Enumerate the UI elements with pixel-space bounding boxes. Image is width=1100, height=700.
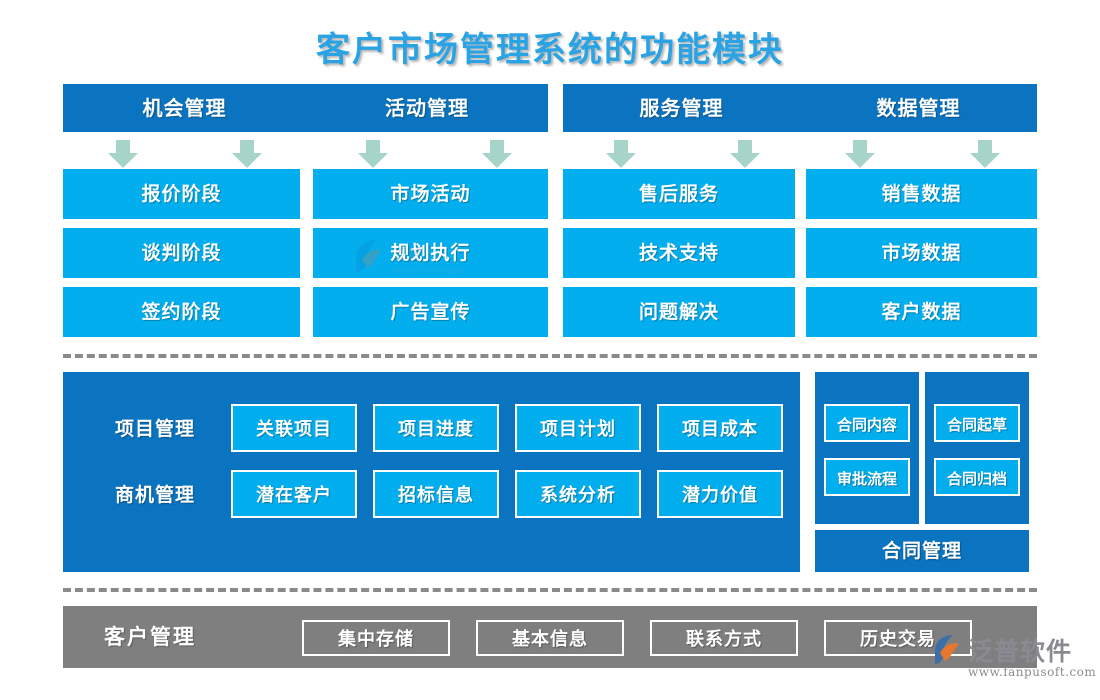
header-label-service-management[interactable]: 服务管理 [639,96,724,120]
box-contract-content[interactable]: 合同内容 [824,404,910,442]
cell-signing-stage[interactable]: 签约阶段 [63,287,300,337]
cell-technical-support[interactable]: 技术支持 [563,228,795,278]
cell-quote-stage[interactable]: 报价阶段 [63,169,300,219]
down-arrow-icon-6 [730,140,760,168]
fanpu-logo: 泛普软件 www.fanpusoft.com [932,632,1096,690]
bottom-label-customer-management: 客户管理 [104,624,196,649]
header-label-data-management[interactable]: 数据管理 [876,96,961,120]
box-project-plan[interactable]: 项目计划 [515,404,641,452]
divider-dashed-bottom [63,588,1037,592]
cell-customer-data[interactable]: 客户数据 [806,287,1037,337]
header-bar-opportunity-activity [63,84,548,132]
box-contract-archive[interactable]: 合同归档 [934,458,1020,496]
box-bidding-info[interactable]: 招标信息 [373,470,499,518]
header-label-activity-management[interactable]: 活动管理 [385,96,469,120]
project-opportunity-panel: 项目管理 商机管理 关联项目 项目进度 项目计划 项目成本 潜在客户 招标信息 … [63,372,800,572]
cell-advertising[interactable]: 广告宣传 [313,287,548,337]
logo-website-url: www.fanpusoft.com [968,665,1097,679]
cell-market-data[interactable]: 市场数据 [806,228,1037,278]
header-label-opportunity-management[interactable]: 机会管理 [142,96,227,120]
down-arrow-icon-8 [970,140,1000,168]
cell-after-sales-service[interactable]: 售后服务 [563,169,795,219]
down-arrow-icon-7 [845,140,875,168]
box-basic-information[interactable]: 基本信息 [476,620,624,656]
box-system-analysis[interactable]: 系统分析 [515,470,641,518]
box-project-cost[interactable]: 项目成本 [657,404,783,452]
cell-negotiation-stage[interactable]: 谈判阶段 [63,228,300,278]
down-arrow-icon-1 [108,140,138,168]
divider-dashed-top [63,354,1037,358]
contract-management-bar[interactable]: 合同管理 [815,530,1029,572]
cell-sales-data[interactable]: 销售数据 [806,169,1037,219]
box-potential-customer[interactable]: 潜在客户 [231,470,357,518]
page-title: 客户市场管理系统的功能模块 [316,30,784,70]
row-label-project-management: 项目管理 [114,418,195,440]
box-transaction-history[interactable]: 历史交易 [824,620,972,656]
box-related-project[interactable]: 关联项目 [231,404,357,452]
cell-problem-resolution[interactable]: 问题解决 [563,287,795,337]
down-arrow-icon-4 [482,140,512,168]
customer-management-bar [63,606,1037,668]
box-contract-drafting[interactable]: 合同起草 [934,404,1020,442]
down-arrow-icon-3 [358,140,388,168]
cell-market-activity[interactable]: 市场活动 [313,169,548,219]
box-potential-value[interactable]: 潜力价值 [657,470,783,518]
box-approval-process[interactable]: 审批流程 [824,458,910,496]
contract-panel-right: 合同起草 合同归档 [925,372,1029,524]
cell-planning-execution[interactable]: 规划执行 [313,228,548,278]
fanpu-logo-icon [935,635,959,664]
header-bar-service-data [563,84,1037,132]
down-arrow-icon-2 [232,140,262,168]
contract-panel-left: 合同内容 审批流程 [815,372,919,524]
box-project-progress[interactable]: 项目进度 [373,404,499,452]
row-label-opportunity-management: 商机管理 [114,484,195,506]
down-arrow-icon-5 [606,140,636,168]
logo-company-name: 泛普软件 [968,637,1073,666]
box-centralized-storage[interactable]: 集中存储 [302,620,450,656]
box-contact-method[interactable]: 联系方式 [650,620,798,656]
